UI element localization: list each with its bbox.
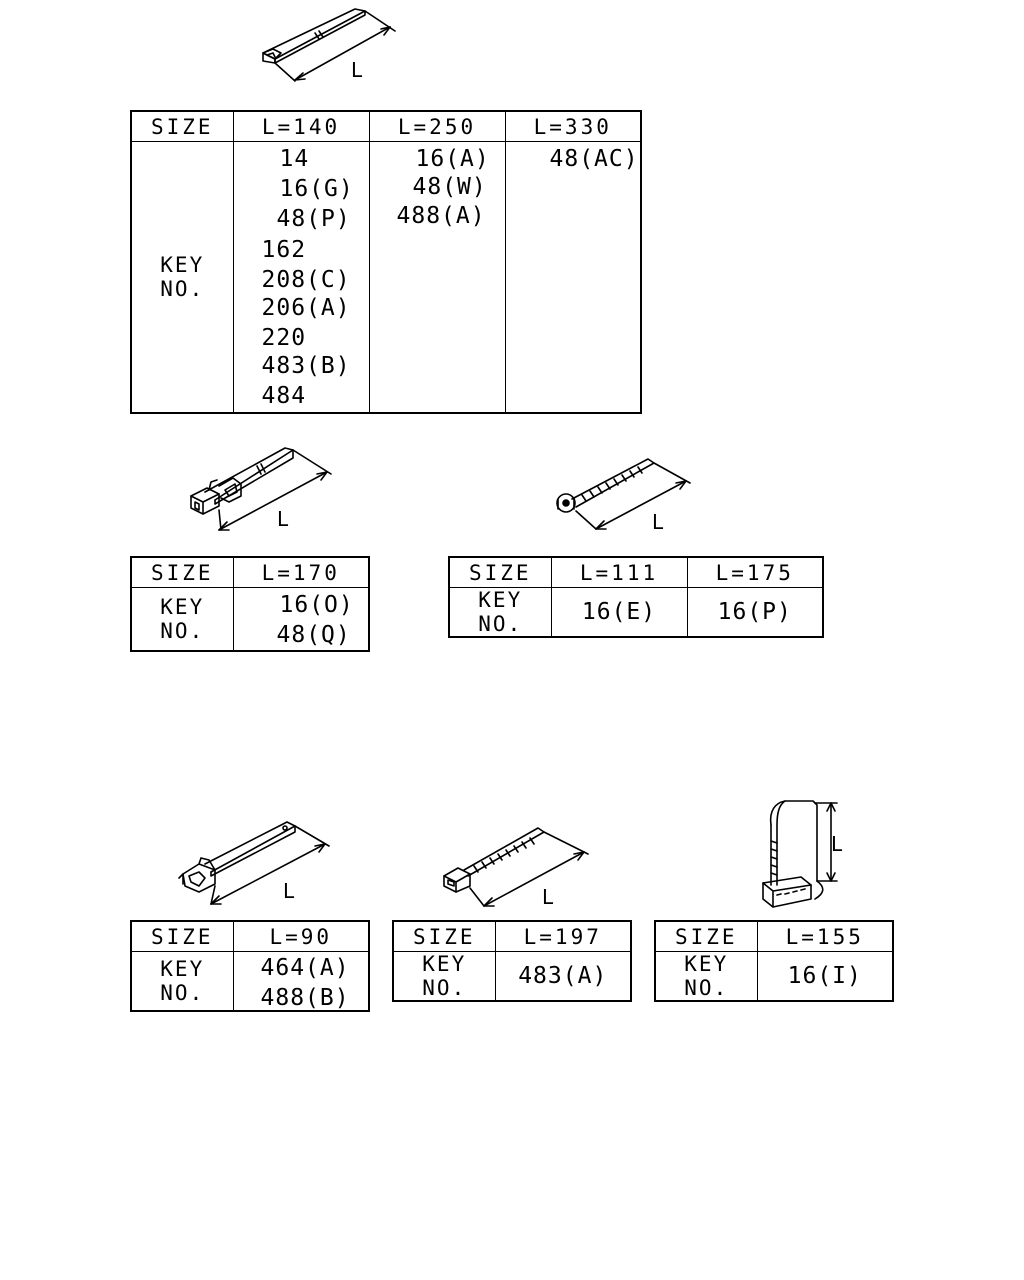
key-number: 48(Q) — [276, 622, 351, 648]
key-number: 488(A) — [396, 203, 486, 229]
size-value: L=330 — [504, 110, 642, 142]
key-no-cell: 48(AC) — [504, 141, 642, 413]
key-no-label: KEY NO. — [448, 587, 552, 638]
size-label: SIZE — [654, 920, 758, 952]
size-table-4: SIZE L=90 KEY NO. 464(A) 488(B) — [130, 920, 370, 1012]
size-label: SIZE — [130, 110, 234, 142]
size-value: L=170 — [232, 556, 370, 588]
size-value: L=90 — [232, 920, 370, 952]
size-label: SIZE — [130, 920, 234, 952]
key-number: 484 — [261, 383, 307, 409]
key-no-label: KEY NO. — [392, 951, 496, 1002]
key-number: 206(A) — [261, 295, 351, 321]
cable-tie-drawing-3: L — [552, 455, 702, 540]
size-table-5: SIZE L=197 KEY NO. 483(A) — [392, 920, 632, 1002]
size-label: SIZE — [392, 920, 496, 952]
size-table-3: SIZE L=111 L=175 KEY NO. 16(E) 16(P) — [448, 556, 824, 638]
key-number: 483(A) — [494, 951, 632, 1002]
key-no-label: KEY NO. — [130, 951, 234, 1011]
size-value: L=155 — [756, 920, 894, 952]
key-no-cell: 16(A) 48(W) 488(A) — [368, 141, 506, 413]
size-value: L=175 — [686, 556, 824, 588]
key-number: 220 — [261, 325, 307, 351]
key-number: 48(P) — [276, 206, 351, 232]
key-number: 16(A) — [415, 146, 490, 172]
key-number: 208(C) — [261, 267, 351, 293]
key-number: 16(O) — [279, 592, 354, 618]
cable-tie-drawing-5: L — [440, 820, 600, 915]
size-value: L=140 — [232, 110, 370, 142]
size-table-1: SIZE L=140 L=250 L=330 KEY NO. 14 16(G) … — [130, 110, 642, 414]
key-no-cell: 14 16(G) 48(P) 162 208(C) 206(A) 220 483… — [232, 141, 370, 413]
cable-tie-drawing-6: L — [755, 795, 855, 915]
cable-tie-drawing-4: L — [175, 818, 340, 913]
dimension-label: L — [652, 510, 664, 534]
size-label: SIZE — [448, 556, 552, 588]
cable-tie-drawing-1: L — [255, 5, 415, 95]
cable-tie-drawing-2: L — [185, 440, 345, 540]
dimension-label: L — [277, 507, 289, 531]
size-label: SIZE — [130, 556, 234, 588]
size-value: L=197 — [494, 920, 632, 952]
size-value: L=111 — [550, 556, 688, 588]
key-number: 48(W) — [412, 174, 487, 200]
key-number: 16(G) — [279, 176, 354, 202]
size-table-6: SIZE L=155 KEY NO. 16(I) — [654, 920, 894, 1002]
dimension-label: L — [542, 885, 554, 909]
key-number: 483(B) — [261, 353, 351, 379]
dimension-label: L — [283, 879, 295, 903]
key-number: 16(I) — [756, 951, 894, 1002]
key-number: 464(A) — [260, 955, 350, 981]
key-no-label: KEY NO. — [130, 587, 234, 651]
key-no-cell: 16(O) 48(Q) — [232, 587, 370, 651]
key-number: 48(AC) — [549, 146, 639, 172]
key-number: 488(B) — [260, 985, 350, 1011]
key-no-label: KEY NO. — [130, 141, 234, 413]
key-number: 16(E) — [550, 587, 688, 638]
key-number: 16(P) — [686, 587, 824, 638]
dimension-label: L — [831, 832, 843, 856]
key-no-label: KEY NO. — [654, 951, 758, 1002]
size-table-2: SIZE L=170 KEY NO. 16(O) 48(Q) — [130, 556, 370, 652]
size-value: L=250 — [368, 110, 506, 142]
key-number: 14 — [279, 146, 310, 172]
dimension-label: L — [351, 58, 363, 82]
key-no-cell: 464(A) 488(B) — [232, 951, 370, 1011]
key-number: 162 — [261, 237, 307, 263]
